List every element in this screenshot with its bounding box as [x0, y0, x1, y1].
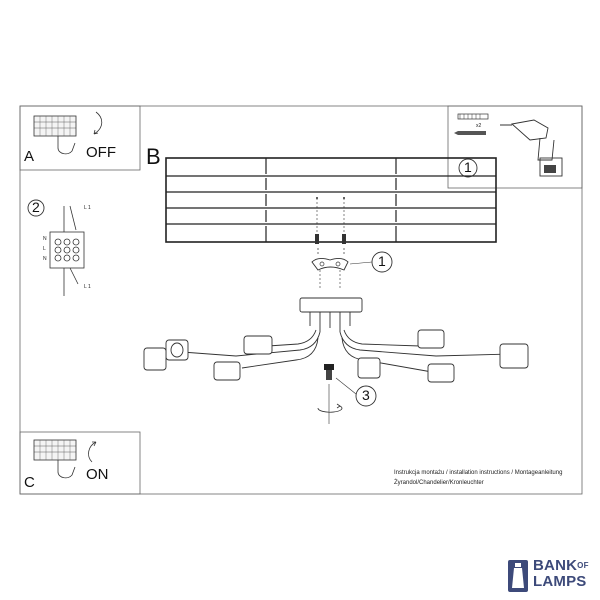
- brand-line-2: LAMPS: [533, 573, 587, 590]
- terminal-n-bottom: N: [43, 256, 47, 262]
- step-3-number: 3: [362, 387, 370, 403]
- step-3-circle: [355, 385, 377, 407]
- brand-line-1: BANK: [533, 557, 578, 574]
- socket: [165, 339, 189, 361]
- panel-a-letter: A: [24, 148, 35, 165]
- step-1-bracket-number: 1: [378, 253, 386, 269]
- panel-a-switch-off: [19, 105, 141, 171]
- terminal-l: L: [43, 246, 46, 252]
- step-1-drill-circle: [458, 158, 478, 178]
- brand-of: OF: [577, 561, 589, 570]
- rotate-arrow-icon: [88, 441, 97, 463]
- step-2-number: 2: [32, 199, 40, 215]
- panel-c-switch-on: [19, 431, 141, 495]
- screw-count: x2: [476, 123, 482, 129]
- panel-b-letter: B: [146, 144, 161, 169]
- wiring-diagram: [49, 205, 85, 296]
- socket: [357, 357, 381, 379]
- panel-a-state: OFF: [86, 144, 116, 161]
- rotate-arrow-icon: [93, 111, 103, 135]
- brand-lighthouse-icon: [508, 560, 528, 592]
- wall-plug-icon: [454, 113, 489, 135]
- socket: [213, 361, 241, 381]
- brand-logo: BANKOF LAMPS: [506, 556, 600, 596]
- drill-icon: [500, 119, 563, 177]
- step-1-drill-number: 1: [464, 159, 472, 175]
- step-2-circle: [27, 199, 45, 217]
- ceiling-panel: [165, 157, 497, 244]
- panel-c-letter: C: [24, 474, 35, 491]
- socket: [499, 343, 529, 369]
- hand-icon: [57, 136, 76, 155]
- mounting-bracket: [311, 248, 349, 288]
- socket: [243, 335, 273, 355]
- caption-line-1: Instrukcja montażu / installation instru…: [394, 470, 563, 476]
- wire-label-bottom: L 1: [84, 284, 91, 290]
- hand-icon: [57, 460, 76, 479]
- caption-line-2: Żyrandol/Chandelier/Kronleuchter: [394, 480, 484, 486]
- fixing-screw: [317, 364, 343, 424]
- socket: [143, 347, 167, 371]
- panel-drill: [447, 105, 583, 189]
- outer-frame: [19, 105, 583, 495]
- terminal-n-top: N: [43, 236, 47, 242]
- socket: [417, 329, 445, 349]
- chandelier: [143, 297, 529, 383]
- rotate-arrow-icon: [317, 403, 343, 413]
- panel-c-state: ON: [86, 466, 109, 483]
- socket: [427, 363, 455, 383]
- wire-label-top: L 1: [84, 205, 91, 211]
